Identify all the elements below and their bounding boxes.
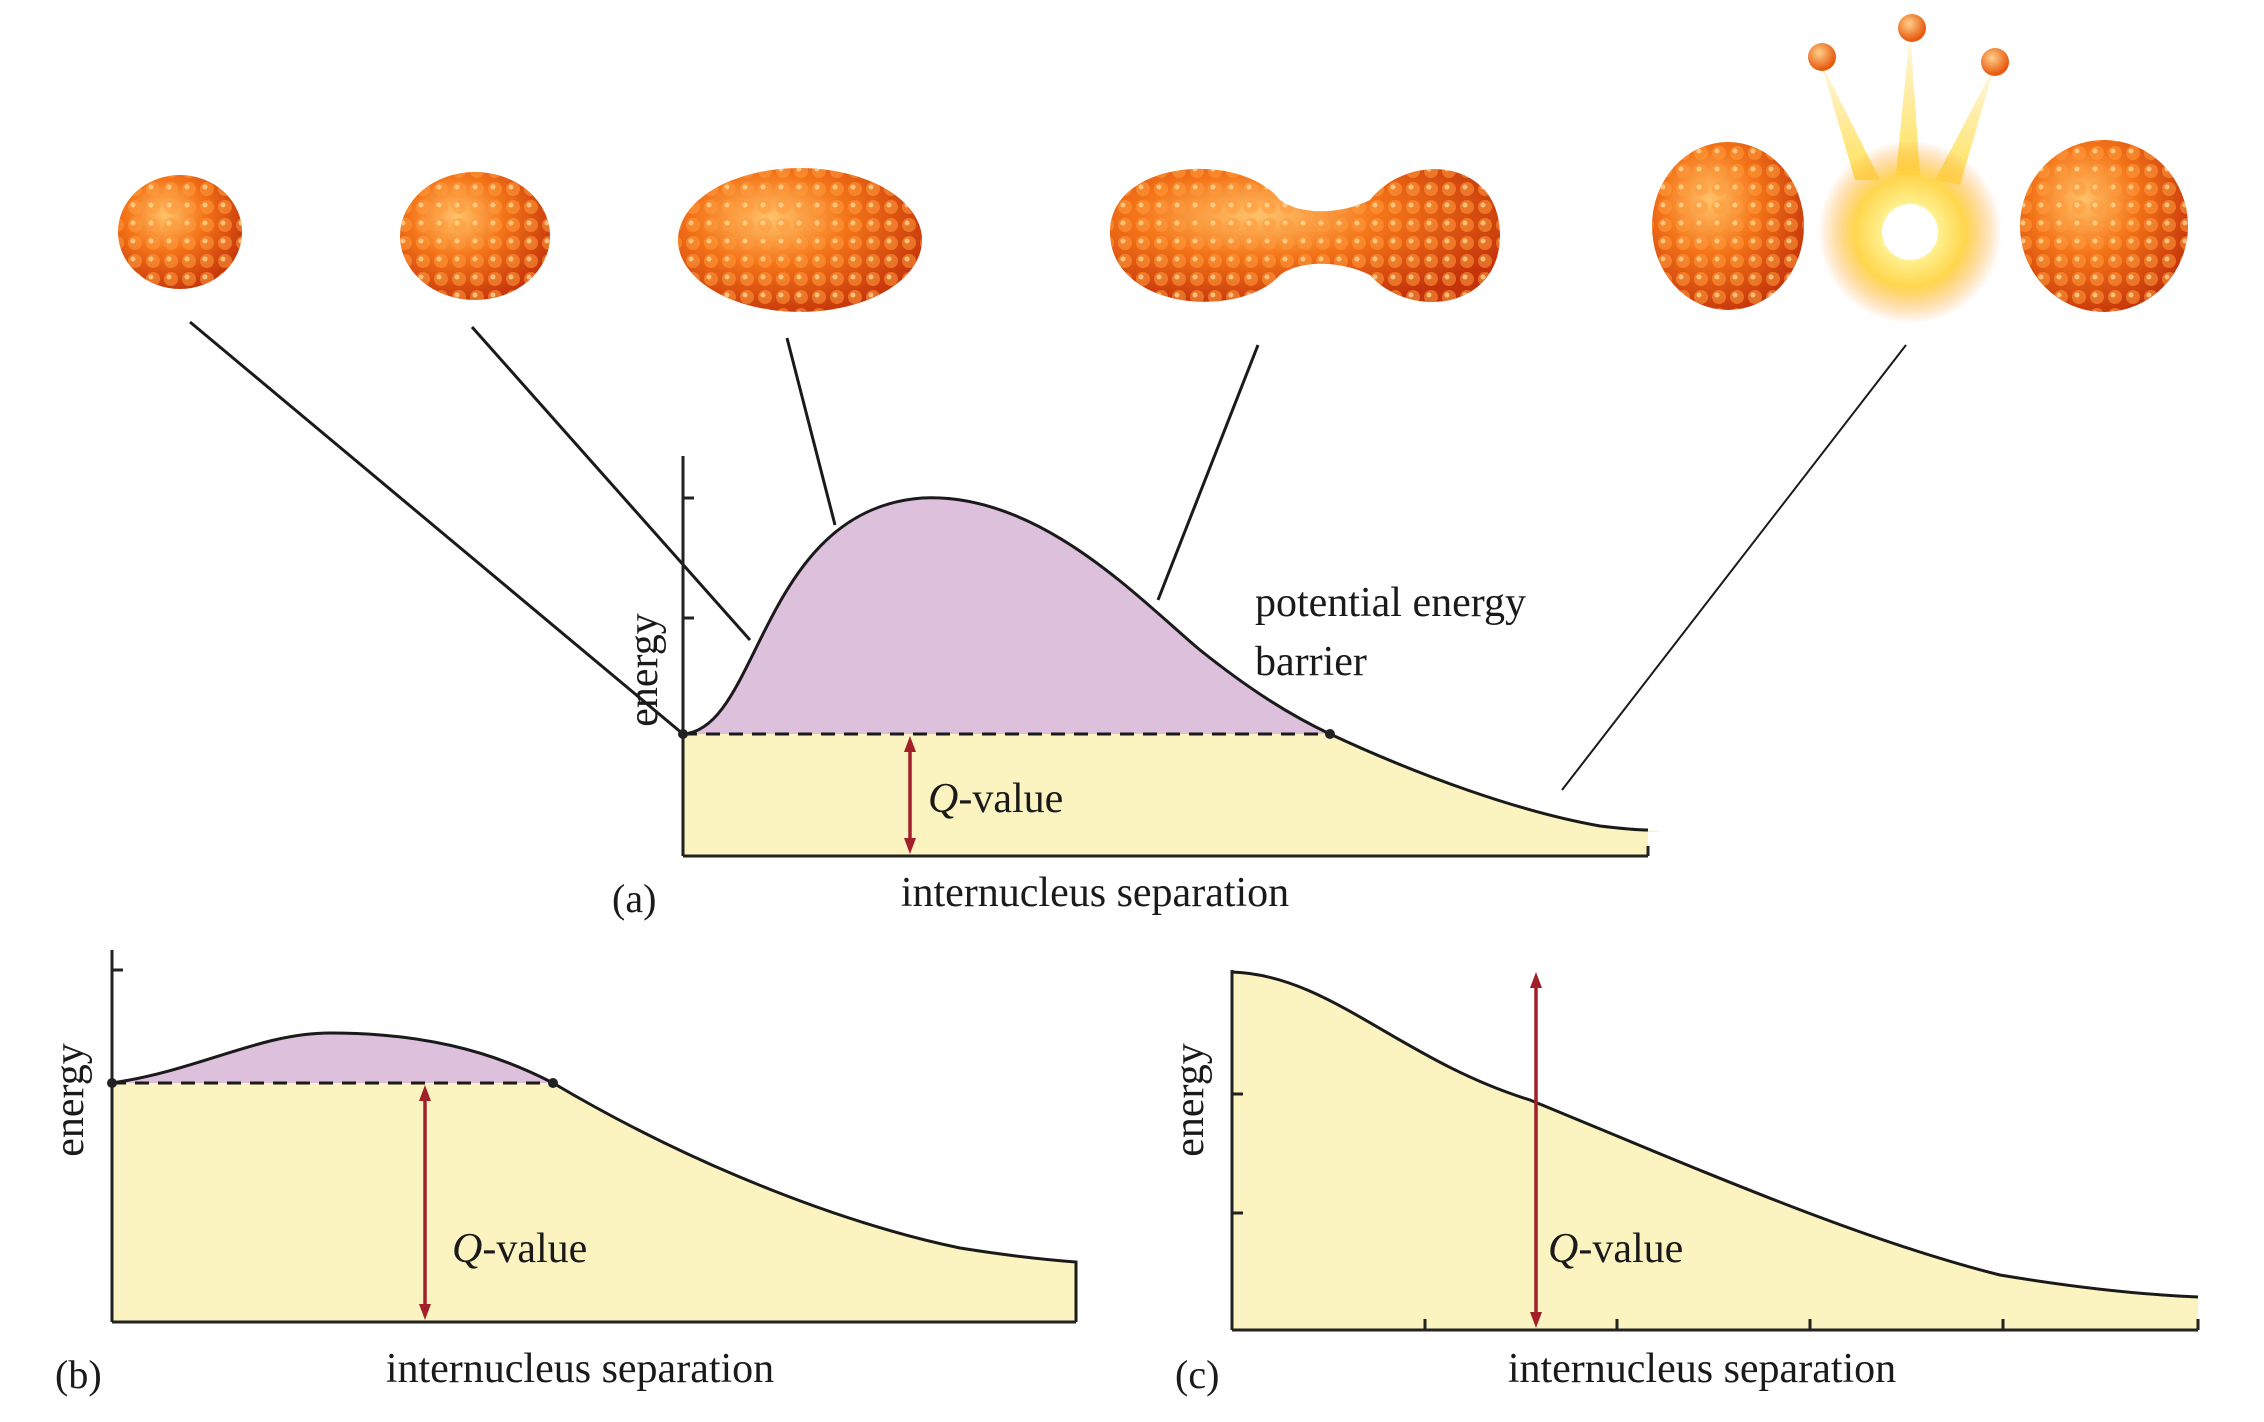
panel-b-barrier-region xyxy=(112,1033,553,1083)
nucleus-stage-3 xyxy=(678,168,922,312)
panel-a-annotation-line2: barrier xyxy=(1255,639,1367,685)
panel-c-x-label: internucleus separation xyxy=(1508,1346,1896,1392)
nucleus-stage-2 xyxy=(400,172,550,300)
panel-c-y-label: energy xyxy=(1167,1043,1213,1157)
neutron-2-icon xyxy=(1898,14,1926,42)
panel-a-y-label: energy xyxy=(621,613,667,727)
nucleus-stage-5-split xyxy=(1652,14,2188,324)
nucleus-stage-4 xyxy=(1110,168,1500,302)
panel-b: Q-value energy internucleus separation (… xyxy=(47,950,1078,1397)
panel-a-exit-point xyxy=(1325,729,1335,739)
panel-c-q-label: Q-value xyxy=(1548,1226,1683,1272)
neutron-3-icon xyxy=(1981,48,2009,76)
panel-b-q-arrow xyxy=(419,1085,431,1320)
panel-c-q-arrow xyxy=(1530,972,1542,1328)
panel-a-tag: (a) xyxy=(612,876,656,921)
panel-c-tag: (c) xyxy=(1175,1352,1219,1397)
fission-burst-icon xyxy=(1818,30,2002,324)
panel-b-q-region xyxy=(112,1083,1076,1322)
panel-a: Q-value potential energy barrier energy … xyxy=(612,456,1660,921)
panel-a-barrier-region xyxy=(683,497,1330,734)
panel-a-annotation-line1: potential energy xyxy=(1255,580,1526,626)
neutron-1-icon xyxy=(1808,43,1836,71)
panel-a-q-label: Q-value xyxy=(928,776,1063,822)
panel-a-x-label: internucleus separation xyxy=(901,870,1289,916)
panel-b-y-label: energy xyxy=(47,1043,93,1157)
panel-a-q-arrow xyxy=(904,736,916,854)
nucleus-stage-1 xyxy=(118,175,242,289)
panel-b-q-label: Q-value xyxy=(452,1226,587,1272)
panel-c-q-region xyxy=(1232,972,2198,1330)
panel-a-energy-curve xyxy=(682,496,1649,832)
panel-c: Q-value energy internucleus separation (… xyxy=(1167,970,2200,1397)
panel-b-tag: (b) xyxy=(55,1352,102,1397)
leader-lines xyxy=(189,320,1907,791)
panel-b-x-label: internucleus separation xyxy=(386,1346,774,1392)
panel-c-energy-curve xyxy=(1231,970,2199,1299)
